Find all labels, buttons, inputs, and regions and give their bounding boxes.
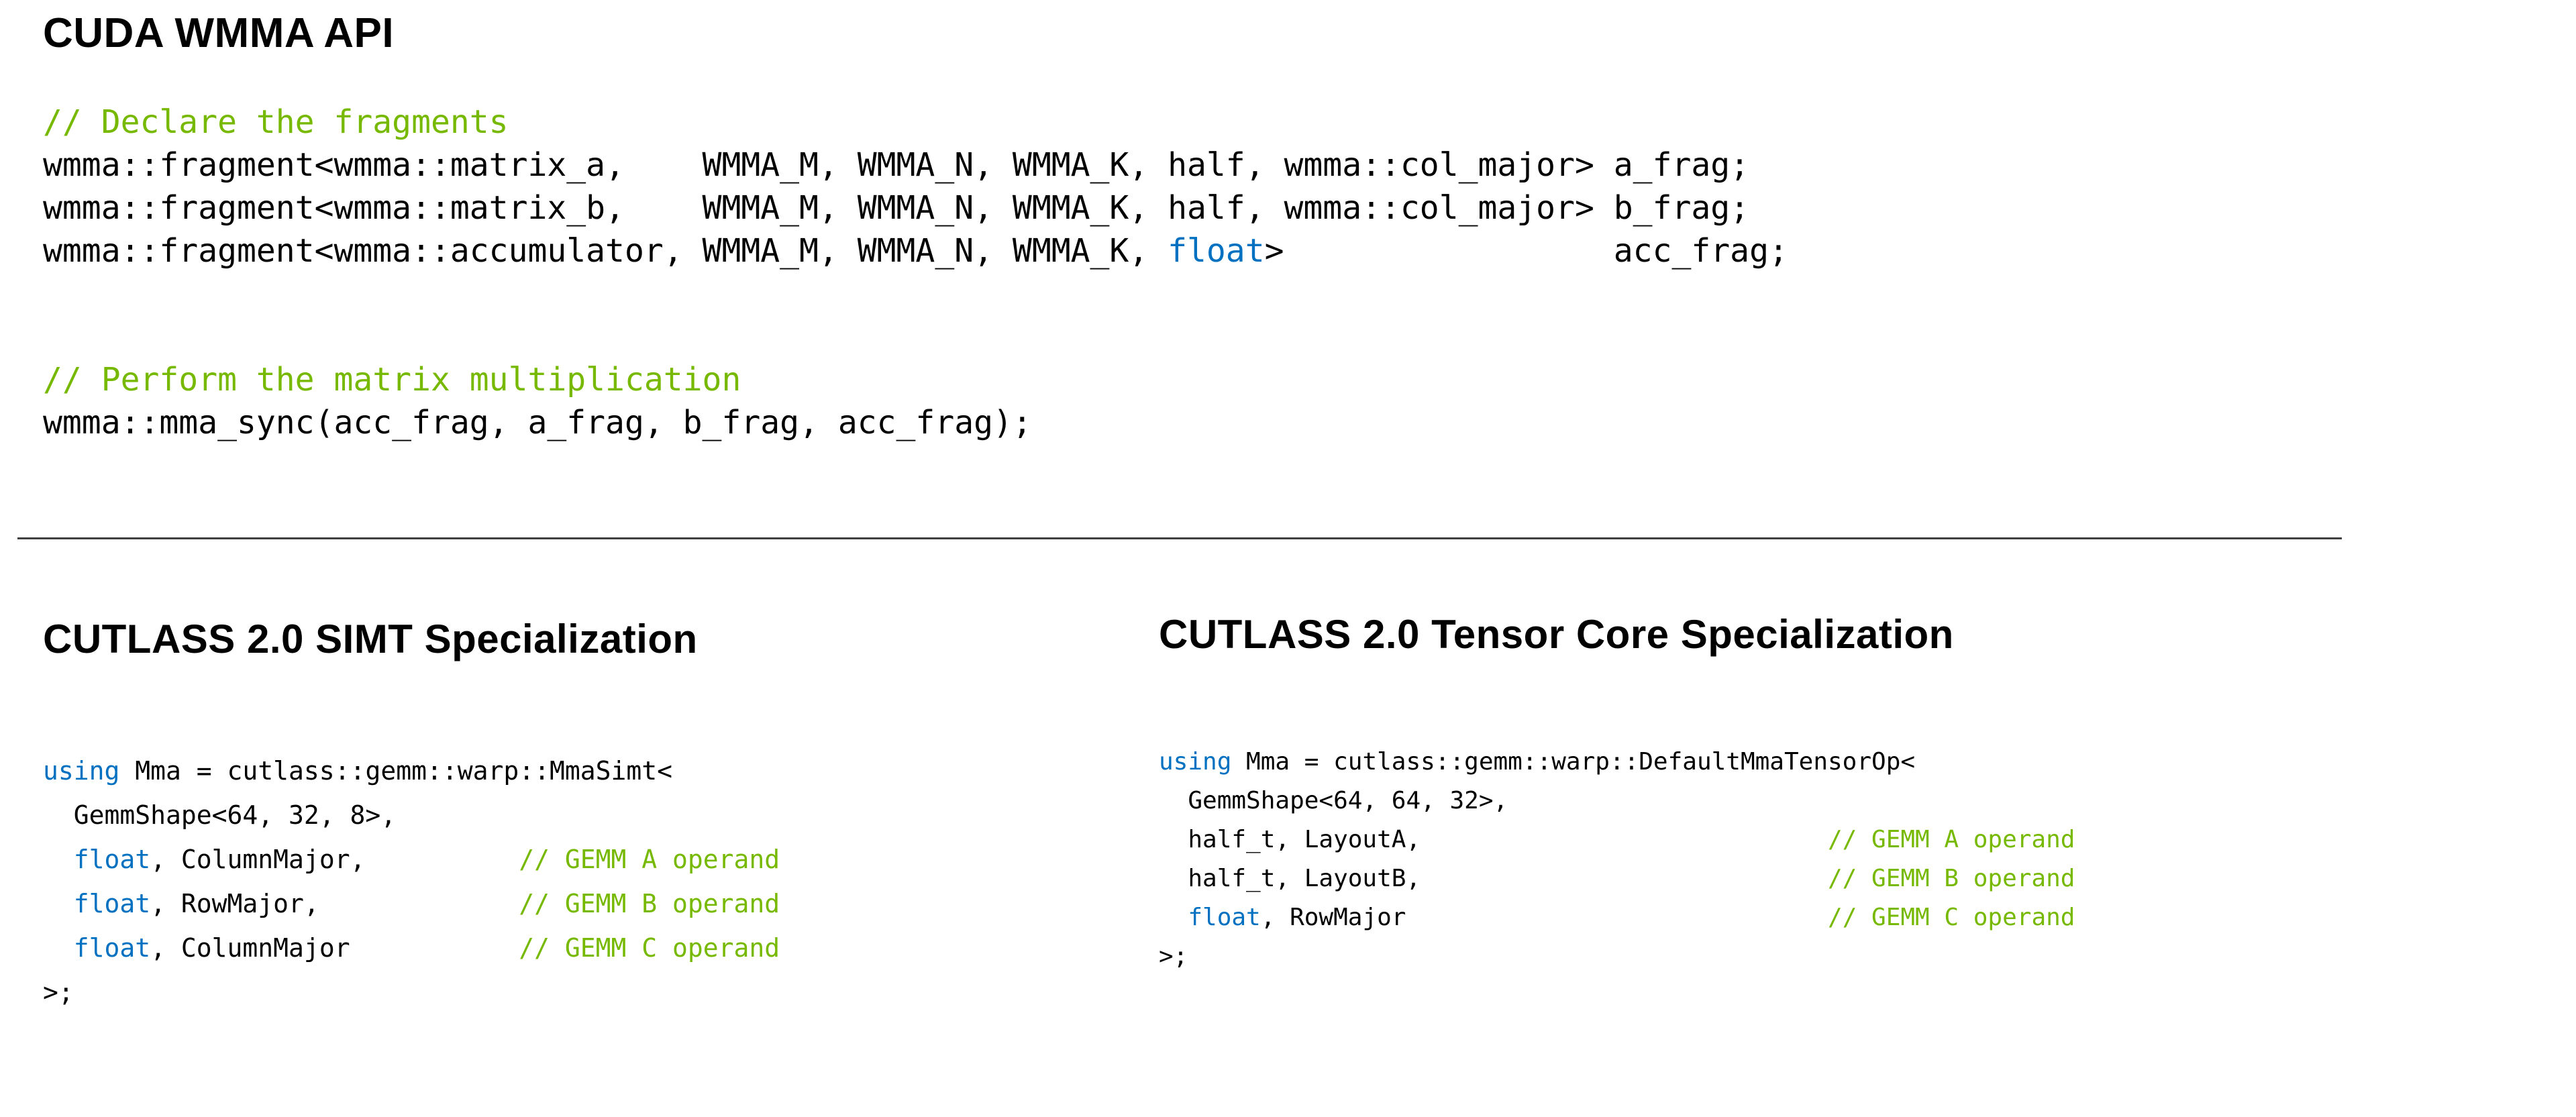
code-line: half_t, LayoutB, // GEMM B operand <box>1159 859 2075 898</box>
code-token-keyword: float <box>1188 904 1261 931</box>
code-token-plain: half_t, LayoutB, <box>1159 865 1828 892</box>
code-token-plain: , ColumnMajor <box>150 933 519 963</box>
code-line: GemmShape<64, 64, 32>, <box>1159 782 2075 820</box>
code-line: // Declare the fragments <box>43 101 1788 144</box>
code-token-keyword: using <box>1159 748 1232 776</box>
code-token-plain: wmma::fragment<wmma::accumulator, WMMA_M… <box>43 232 1168 270</box>
code-line: half_t, LayoutA, // GEMM A operand <box>1159 820 2075 859</box>
code-token-plain: Mma = cutlass::gemm::warp::DefaultMmaTen… <box>1231 748 1916 776</box>
code-line <box>43 272 1788 315</box>
code-token-plain <box>1159 904 1188 931</box>
wmma-api-title: CUDA WMMA API <box>43 10 395 56</box>
tensor-code-block: using Mma = cutlass::gemm::warp::Default… <box>1159 743 2075 976</box>
code-token-plain: Mma = cutlass::gemm::warp::MmaSimt< <box>119 756 672 786</box>
code-line: using Mma = cutlass::gemm::warp::Default… <box>1159 743 2075 782</box>
code-token-comment: // GEMM C operand <box>1828 904 2075 931</box>
code-token-keyword: float <box>73 933 151 963</box>
code-token-keyword: using <box>43 756 120 786</box>
code-token-plain: , RowMajor <box>1260 904 1828 931</box>
code-line <box>43 315 1788 358</box>
code-token-plain <box>43 933 74 963</box>
code-token-comment: // Declare the fragments <box>43 103 509 141</box>
code-token-comment: // GEMM B operand <box>519 889 780 918</box>
code-token-plain <box>43 889 74 918</box>
code-line: // Perform the matrix multiplication <box>43 358 1788 401</box>
code-line: float, RowMajor // GEMM C operand <box>1159 898 2075 937</box>
code-token-keyword: float <box>1168 232 1265 270</box>
code-token-plain: , RowMajor, <box>150 889 519 918</box>
code-token-comment: // GEMM B operand <box>1828 865 2075 892</box>
code-token-plain: GemmShape<64, 32, 8>, <box>43 800 397 830</box>
code-line: GemmShape<64, 32, 8>, <box>43 793 780 837</box>
simt-section-title: CUTLASS 2.0 SIMT Specialization <box>43 617 698 661</box>
code-token-plain: > acc_frag; <box>1264 232 1788 270</box>
code-line: >; <box>43 970 780 1014</box>
code-token-comment: // GEMM A operand <box>1828 826 2075 853</box>
tensor-core-section-title: CUTLASS 2.0 Tensor Core Specialization <box>1159 612 1954 657</box>
code-token-plain: half_t, LayoutA, <box>1159 826 1828 853</box>
code-token-plain: , ColumnMajor, <box>150 845 519 874</box>
code-token-comment: // GEMM A operand <box>519 845 780 874</box>
code-token-keyword: float <box>73 845 151 874</box>
code-token-plain: >; <box>43 977 74 1007</box>
simt-code-block: using Mma = cutlass::gemm::warp::MmaSimt… <box>43 749 780 1014</box>
code-token-plain: wmma::mma_sync(acc_frag, a_frag, b_frag,… <box>43 404 1032 441</box>
code-line: using Mma = cutlass::gemm::warp::MmaSimt… <box>43 749 780 793</box>
code-line: float, ColumnMajor // GEMM C operand <box>43 926 780 970</box>
code-line: >; <box>1159 937 2075 976</box>
code-token-plain <box>43 845 74 874</box>
code-line: float, ColumnMajor, // GEMM A operand <box>43 837 780 882</box>
code-token-comment: // GEMM C operand <box>519 933 780 963</box>
code-token-plain: >; <box>1159 943 1188 970</box>
horizontal-divider <box>17 537 2342 539</box>
code-line: wmma::fragment<wmma::matrix_a, WMMA_M, W… <box>43 144 1788 187</box>
code-line: wmma::mma_sync(acc_frag, a_frag, b_frag,… <box>43 401 1788 444</box>
code-line: float, RowMajor, // GEMM B operand <box>43 882 780 926</box>
code-line: wmma::fragment<wmma::matrix_b, WMMA_M, W… <box>43 187 1788 229</box>
code-token-comment: // Perform the matrix multiplication <box>43 361 741 398</box>
code-token-plain: GemmShape<64, 64, 32>, <box>1159 787 1508 814</box>
code-token-plain: wmma::fragment<wmma::matrix_b, WMMA_M, W… <box>43 189 1750 227</box>
code-line: wmma::fragment<wmma::accumulator, WMMA_M… <box>43 229 1788 272</box>
code-token-plain: wmma::fragment<wmma::matrix_a, WMMA_M, W… <box>43 146 1750 184</box>
code-token-keyword: float <box>73 889 151 918</box>
